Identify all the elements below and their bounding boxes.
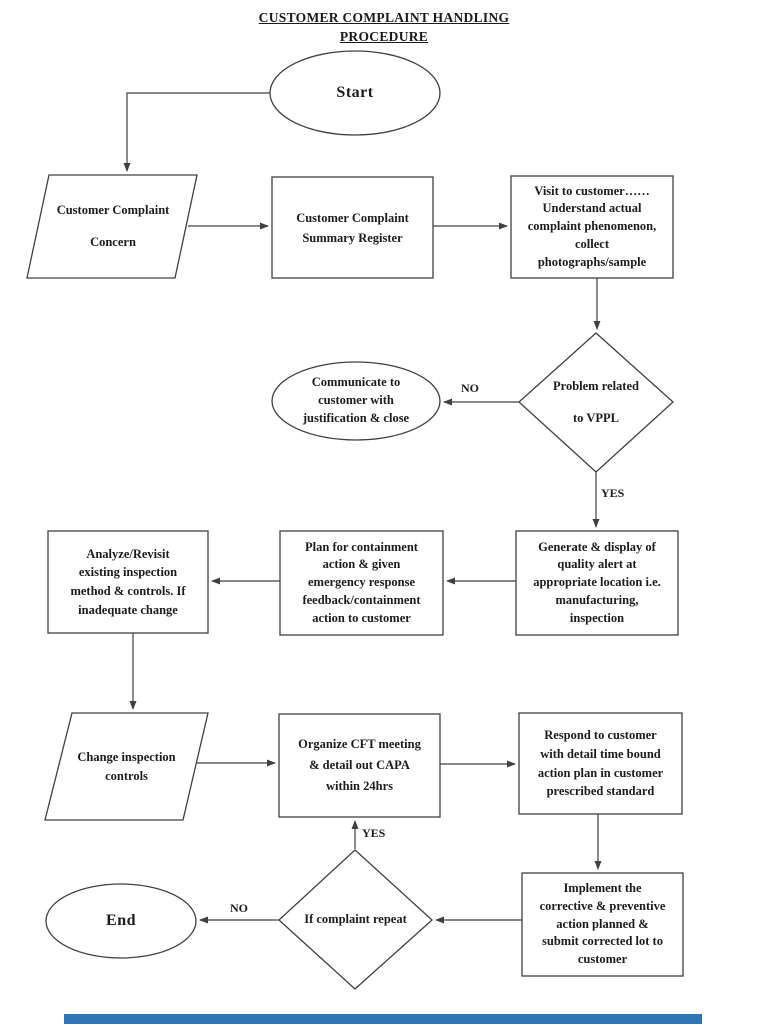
respond-customer-box [518, 712, 683, 815]
plan-containment-box [279, 530, 444, 636]
customer-complaint-concern-parallelogram [26, 174, 198, 279]
communicate-close-ellipse [271, 361, 441, 441]
page-title-line2: PROCEDURE [339, 29, 429, 44]
communicate-close-label: Communicate to customer with justificati… [302, 375, 410, 425]
page-title: CUSTOMER COMPLAINT HANDLING PROCEDURE [0, 8, 768, 46]
problem-related-label: Problem related to VPPL [553, 379, 639, 425]
organize-cft-label: Organize CFT meeting & detail out CAPA w… [298, 736, 421, 794]
edge-start-to-concern [123, 92, 270, 172]
repeat-yes-label: YES [362, 826, 386, 840]
problem-yes-label: YES [601, 486, 625, 500]
footer-progress-bar [64, 1014, 702, 1024]
problem-no-label: NO [461, 381, 479, 395]
organize-cft-box [278, 713, 441, 818]
analyze-revisit-label: Analyze/Revisit existing inspection meth… [70, 546, 186, 617]
analyze-revisit-box [47, 530, 209, 634]
respond-customer-label: Respond to customer with detail time bou… [537, 728, 664, 799]
plan-containment-label: Plan for containment action & given emer… [302, 539, 421, 625]
generate-alert-box [515, 530, 679, 636]
visit-customer-label: Visit to customer…… Understand actual co… [527, 183, 657, 269]
complaint-repeat-diamond [278, 849, 433, 990]
start-label: Start [336, 83, 374, 101]
summary-register-box [271, 176, 434, 279]
repeat-no-label: NO [230, 901, 248, 915]
generate-alert-label: Generate & display of quality alert at a… [533, 539, 661, 625]
change-controls-label: Change inspection controls [77, 749, 176, 783]
implement-capa-box [521, 872, 684, 977]
end-ellipse [45, 883, 197, 959]
change-controls-parallelogram [44, 712, 209, 821]
customer-complaint-concern-label: Customer Complaint Concern [56, 203, 170, 249]
visit-customer-box [510, 175, 674, 279]
page-title-line1: CUSTOMER COMPLAINT HANDLING [258, 10, 510, 25]
implement-capa-label: Implement the corrective & preventive ac… [539, 881, 666, 967]
end-label: End [106, 911, 136, 929]
summary-register-label: Customer Complaint Summary Register [296, 210, 409, 245]
complaint-repeat-label: If complaint repeat [304, 911, 407, 926]
